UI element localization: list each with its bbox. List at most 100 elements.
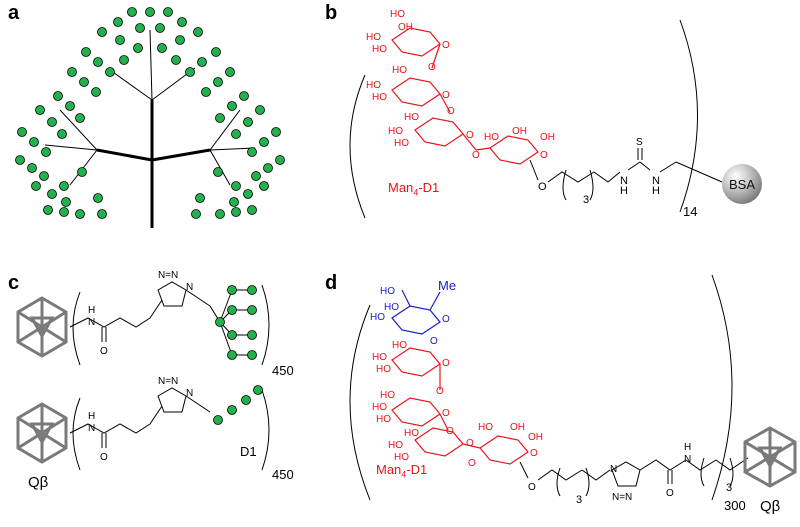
dendrimer-node: [93, 57, 103, 67]
svg-text:N=N: N=N: [158, 270, 178, 281]
panel-label-c: c: [8, 272, 20, 294]
bsa-label: BSA: [728, 176, 755, 192]
glycodendrimer-tree: [44, 29, 256, 228]
dendrimer-node: [15, 155, 25, 165]
dendrimer-node: [247, 147, 257, 157]
dendrimer-node: [177, 17, 187, 27]
dendrimer-node: [35, 105, 45, 115]
dendrimer-node: [155, 23, 165, 33]
dendrimer-node: [185, 67, 195, 77]
panel-label-b: b: [325, 2, 338, 24]
dendrimer-node: [27, 163, 37, 173]
dendrimer-node: [201, 87, 211, 97]
dendron-node: [247, 350, 257, 360]
svg-text:HO: HO: [478, 422, 493, 433]
dendrimer-node: [75, 209, 85, 219]
dendrimer-node: [91, 87, 101, 97]
svg-text:O: O: [436, 386, 444, 397]
dendrimer-node: [195, 193, 205, 203]
svg-text:N: N: [186, 282, 193, 293]
dendrimer-node: [243, 189, 253, 199]
dendrimer-node: [259, 181, 269, 191]
glycan-name-d: Man: [376, 462, 402, 477]
svg-text:HO: HO: [394, 452, 409, 463]
dendrimer-node: [75, 113, 85, 123]
qbeta-label-d: Qβ: [760, 498, 781, 515]
svg-text:HO: HO: [390, 9, 405, 20]
dendrimer-node: [135, 23, 145, 33]
dendrimer-node: [211, 47, 221, 57]
svg-text:O: O: [666, 488, 674, 499]
dendrimer-node: [197, 57, 207, 67]
svg-text:HO: HO: [370, 312, 385, 323]
svg-text:O: O: [442, 40, 450, 51]
chain-count-b: 3: [583, 194, 590, 206]
dendron-node: [227, 305, 237, 315]
dendrimer-node: [47, 189, 57, 199]
svg-text:OH: OH: [510, 422, 525, 433]
linker-c: [69, 281, 211, 448]
dendrimer-node: [115, 35, 125, 45]
svg-text:O: O: [428, 62, 436, 73]
dendrimer-node: [79, 77, 89, 87]
svg-text:HO: HO: [392, 340, 407, 351]
dendrimer-node: [133, 43, 143, 53]
svg-text:O: O: [100, 452, 108, 463]
paren-right-b: [679, 19, 698, 213]
dendrimer-node: [67, 67, 77, 77]
qbeta-particle-d: [743, 426, 797, 488]
qbeta-particle-c-top: [16, 296, 68, 358]
dendrimer-node: [227, 101, 237, 111]
dendrimer-node: [105, 67, 115, 77]
svg-text:HO: HO: [404, 428, 419, 439]
svg-text:HO: HO: [394, 138, 409, 149]
svg-text:HO: HO: [372, 92, 387, 103]
dendron-node: [227, 350, 237, 360]
svg-text:O: O: [442, 358, 450, 369]
dendrimer-node: [271, 127, 281, 137]
dendrimer-node: [29, 137, 39, 147]
dendrimer-node: [251, 171, 261, 181]
dendrimer-node: [53, 91, 63, 101]
dendron-node: [227, 330, 237, 340]
svg-text:HO: HO: [404, 112, 419, 123]
dendron-node: [247, 305, 257, 315]
dendrimer-node: [97, 27, 107, 37]
dendron-node: [247, 330, 257, 340]
svg-text:HO: HO: [392, 65, 407, 76]
dendrimer-node: [145, 7, 155, 17]
mannose-chain-d: [391, 347, 529, 465]
panel-label-a: a: [8, 2, 20, 24]
svg-text:HO: HO: [384, 302, 399, 313]
dendrimer-node: [213, 77, 223, 87]
dendron-c-nodes: [213, 285, 263, 425]
svg-text:O: O: [472, 150, 480, 161]
dendrimer-node: [243, 117, 253, 127]
svg-text:OH: OH: [540, 132, 555, 143]
chain-count-d1: 3: [576, 494, 583, 506]
svg-text:HO: HO: [372, 402, 387, 413]
dendrimer-node: [59, 207, 69, 217]
repeat-count-d: 300: [724, 498, 746, 513]
glycan-suffix-d: -D1: [406, 462, 428, 477]
dendrimer-node: [171, 55, 181, 65]
svg-text:O: O: [540, 150, 548, 161]
svg-text:O: O: [466, 130, 474, 141]
svg-text:OH: OH: [398, 22, 413, 33]
dendron-node: [215, 317, 225, 327]
svg-text:N: N: [684, 454, 691, 465]
qbeta-label-c: Qβ: [28, 474, 49, 491]
dendrimer-node: [229, 197, 239, 207]
svg-text:HO: HO: [388, 440, 403, 451]
dendrimer-node: [39, 171, 49, 181]
dendrimer-node: [215, 113, 225, 123]
dendrimer-node: [59, 181, 69, 191]
dendrimer-node: [57, 129, 67, 139]
dendrimer-node: [163, 7, 173, 17]
linker-b: [529, 148, 723, 201]
dendron-node: [227, 405, 237, 415]
